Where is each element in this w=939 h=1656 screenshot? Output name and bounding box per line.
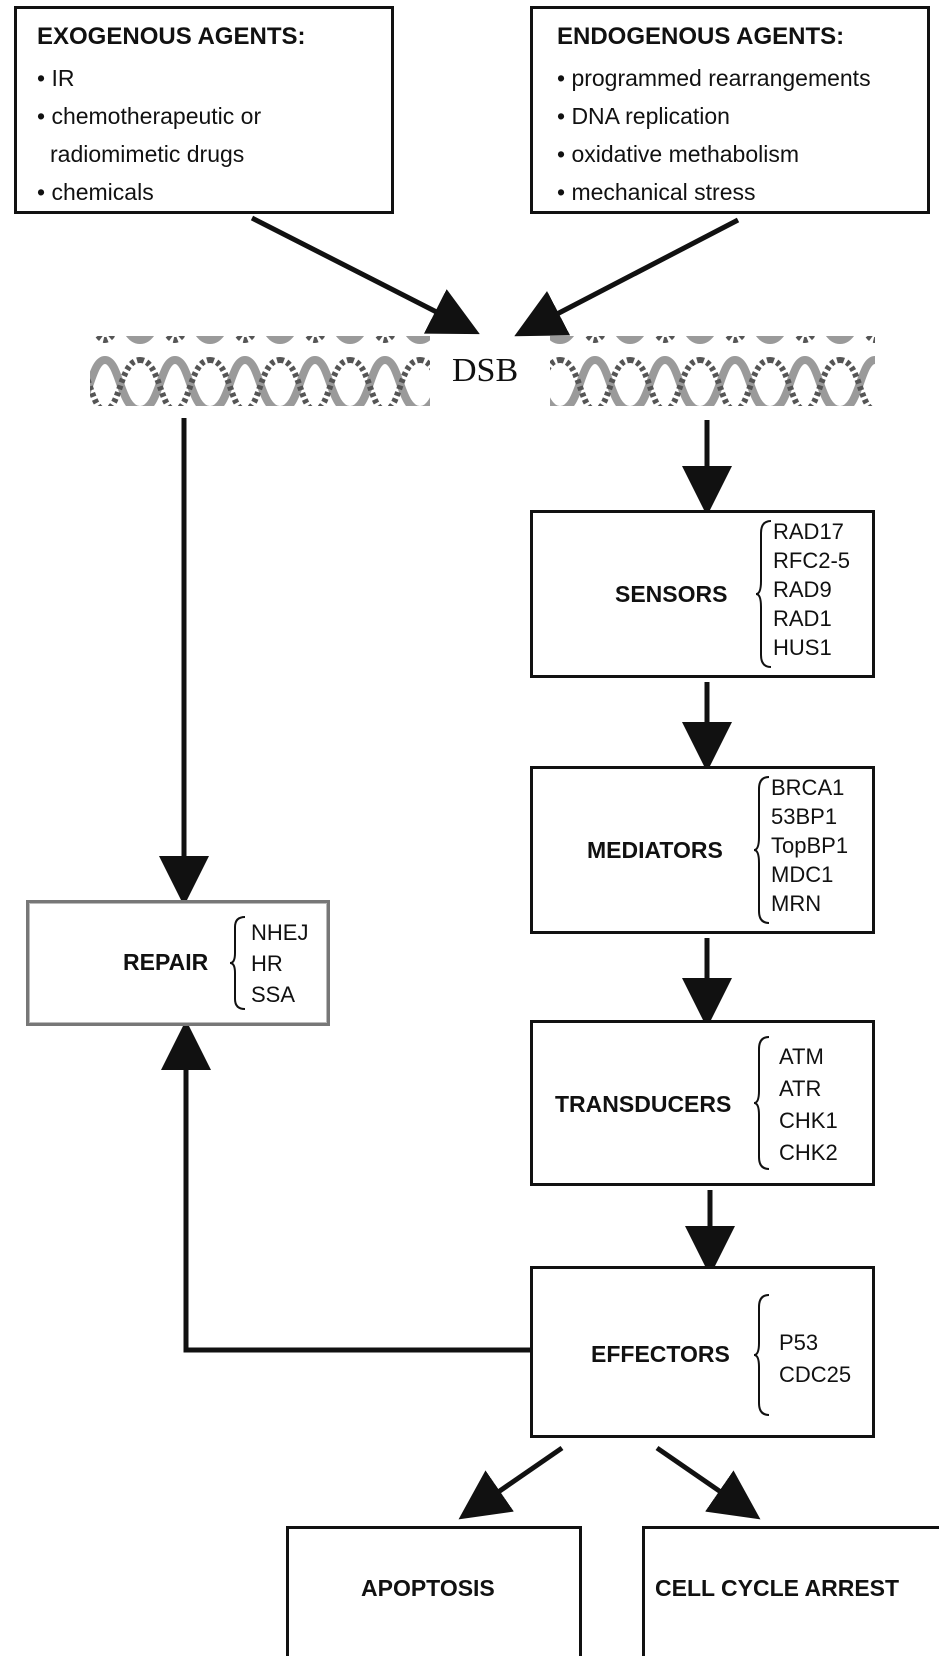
effectors-box: EFFECTORS P53 CDC25	[530, 1266, 875, 1438]
sensor-item: RAD9	[773, 577, 832, 602]
endogenous-item: • mechanical stress	[557, 179, 756, 205]
transducers-list: ATM ATR CHK1 CHK2	[779, 1041, 838, 1169]
cell-cycle-arrest-label: CELL CYCLE ARREST	[655, 1575, 900, 1601]
endogenous-agents-box: ENDOGENOUS AGENTS: • programmed rearrang…	[530, 6, 930, 214]
sensors-box: SENSORS RAD17 RFC2-5 RAD9 RAD1 HUS1	[530, 510, 875, 678]
exogenous-item: radiomimetic drugs	[50, 141, 245, 167]
exogenous-item: • chemotherapeutic or	[37, 103, 262, 129]
apoptosis-label: APOPTOSIS	[361, 1575, 495, 1601]
exogenous-agents-title: EXOGENOUS AGENTS:	[37, 23, 306, 50]
mediators-label: MEDIATORS	[587, 837, 723, 863]
repair-item: SSA	[251, 982, 296, 1007]
effector-item: CDC25	[779, 1362, 852, 1387]
repair-list: NHEJ HR SSA	[251, 917, 308, 1010]
endogenous-item: • programmed rearrangements	[557, 65, 871, 91]
dsb-label: DSB	[452, 352, 519, 389]
repair-label: REPAIR	[123, 949, 209, 975]
brace-icon	[753, 776, 770, 924]
exogenous-agents-box: EXOGENOUS AGENTS: • IR • chemotherapeuti…	[14, 6, 394, 214]
arrow-effectors-to-arrest	[655, 1445, 761, 1520]
dna-helix-right	[550, 336, 875, 406]
mediator-item: MDC1	[771, 862, 834, 887]
transducer-item: ATM	[779, 1044, 824, 1069]
brace-icon	[753, 1036, 770, 1170]
arrow-effectors-to-apoptosis	[458, 1445, 564, 1520]
mediator-item: MRN	[771, 891, 822, 916]
mediators-box: MEDIATORS BRCA1 53BP1 TopBP1 MDC1 MRN	[530, 766, 875, 934]
exogenous-item: • IR	[37, 65, 75, 91]
apoptosis-box: APOPTOSIS	[286, 1526, 582, 1656]
exogenous-item: • chemicals	[37, 179, 154, 205]
dna-helix-left	[90, 336, 430, 406]
brace-icon	[229, 916, 246, 1010]
endogenous-item: • oxidative methabolism	[557, 141, 799, 167]
sensor-item: RFC2-5	[773, 548, 851, 573]
effectors-label: EFFECTORS	[591, 1341, 730, 1367]
mediators-list: BRCA1 53BP1 TopBP1 MDC1 MRN	[771, 773, 848, 918]
effector-item: P53	[779, 1330, 819, 1355]
mediator-item: BRCA1	[771, 775, 845, 800]
sensor-item: HUS1	[773, 635, 832, 660]
endogenous-item: • DNA replication	[557, 103, 730, 129]
sensor-item: RAD1	[773, 606, 832, 631]
mediator-item: TopBP1	[771, 833, 849, 858]
arrow-effectors-to-repair	[161, 1020, 530, 1353]
repair-item: HR	[251, 951, 283, 976]
transducer-item: ATR	[779, 1076, 822, 1101]
mediator-item: 53BP1	[771, 804, 838, 829]
effectors-list: P53 CDC25	[779, 1327, 851, 1391]
repair-box: REPAIR NHEJ HR SSA	[26, 900, 330, 1026]
brace-icon	[753, 1294, 770, 1416]
arrow-endogenous-to-dsb	[514, 217, 740, 337]
endogenous-agents-title: ENDOGENOUS AGENTS:	[557, 23, 845, 50]
sensor-item: RAD17	[773, 519, 844, 544]
transducer-item: CHK2	[779, 1140, 838, 1165]
transducers-box: TRANSDUCERS ATM ATR CHK1 CHK2	[530, 1020, 875, 1186]
sensors-label: SENSORS	[615, 581, 728, 607]
cell-cycle-arrest-box: CELL CYCLE ARREST	[642, 1526, 939, 1656]
brace-icon	[755, 520, 772, 668]
transducer-item: CHK1	[779, 1108, 838, 1133]
sensors-list: RAD17 RFC2-5 RAD9 RAD1 HUS1	[773, 517, 850, 662]
transducers-label: TRANSDUCERS	[555, 1091, 732, 1117]
repair-item: NHEJ	[251, 920, 309, 945]
arrow-exogenous-to-dsb	[250, 215, 480, 335]
